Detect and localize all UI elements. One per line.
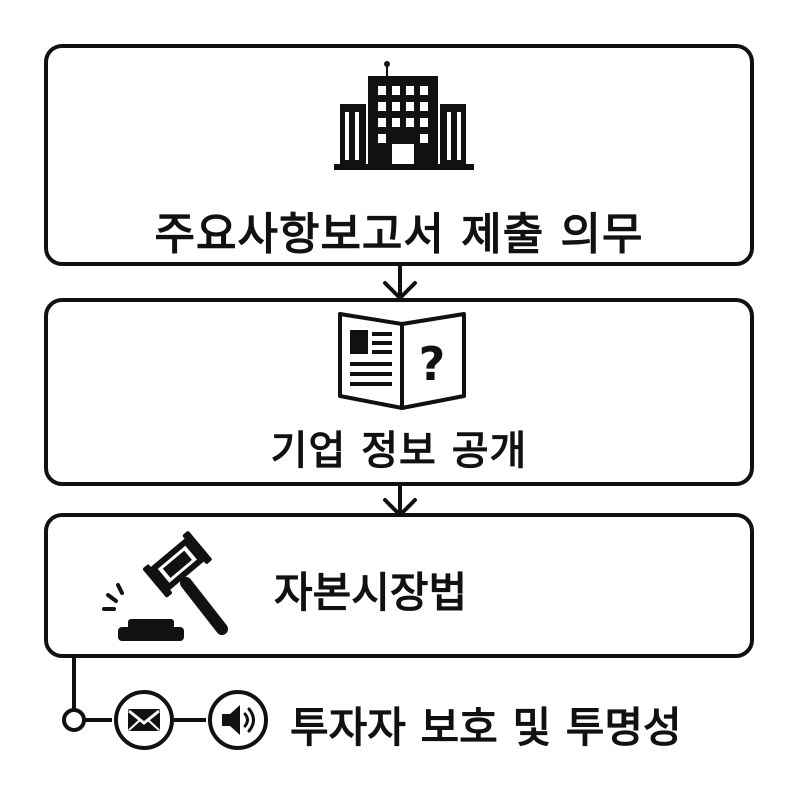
step-box-law: 자본시장법 (44, 513, 754, 658)
gavel-icon (102, 531, 228, 641)
step-box-disclosure: ? 기업 정보 공개 (44, 298, 754, 486)
step-label-law: 자본시장법 (274, 568, 468, 617)
connector-node (62, 708, 86, 732)
outcome-connector (72, 656, 206, 722)
arrow-1 (383, 264, 417, 300)
arrow-2 (383, 484, 417, 517)
building-icon (334, 61, 474, 170)
svg-text:?: ? (419, 337, 446, 391)
mail-icon (114, 690, 174, 750)
newspaper-question-icon: ? (338, 312, 466, 410)
outcome-label: 투자자 보호 및 투명성 (290, 703, 682, 752)
step-label-disclosure: 기업 정보 공개 (270, 428, 528, 474)
step-label-report: 주요사항보고서 제출 의무 (154, 209, 644, 260)
speaker-icon (208, 690, 268, 750)
step-box-report: 주요사항보고서 제출 의무 (44, 44, 754, 266)
